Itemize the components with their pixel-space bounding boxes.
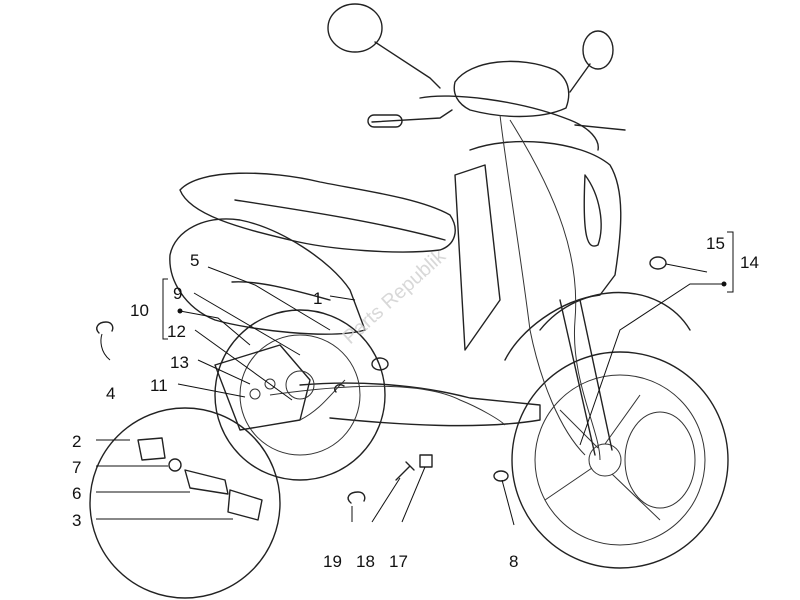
cable-clamp-part	[371, 357, 389, 371]
speedometer-cable	[499, 114, 586, 456]
grommet-15	[649, 256, 667, 270]
right-mirror-stem	[569, 63, 591, 93]
callout-8: 8	[509, 552, 518, 571]
right-handlebar	[574, 124, 626, 131]
washer-part	[249, 388, 261, 400]
front-wheel-spokes	[544, 394, 661, 521]
rear-hub	[285, 370, 315, 400]
callout-6: 6	[72, 484, 81, 503]
screw-part-11	[264, 378, 276, 390]
callout-4: 4	[106, 384, 115, 403]
left-handlebar	[371, 109, 453, 123]
callout-9: 9	[173, 284, 182, 303]
front-fork	[559, 299, 613, 456]
part-3-grip-end	[227, 489, 263, 521]
left-grip	[367, 114, 403, 128]
callout-12: 12	[167, 322, 186, 341]
leg-shield-panel	[454, 164, 501, 351]
rear-wheel	[214, 309, 386, 481]
watermark: Parts Republik	[339, 245, 451, 349]
callout-19: 19	[323, 552, 342, 571]
part-6-tube	[184, 469, 229, 495]
rear-body	[169, 218, 366, 335]
leader-lines	[96, 231, 734, 526]
callouts: 1 2 3 4 5 6 7 8 9 10 11 12 13 14 15 17 1…	[72, 234, 759, 571]
callout-10: 10	[130, 301, 149, 320]
seat-seam	[234, 199, 446, 241]
bracket-14	[727, 231, 734, 293]
part-7-ring	[168, 458, 182, 472]
headlight	[583, 174, 602, 247]
windscreen	[453, 60, 570, 118]
callout-15: 15	[706, 234, 725, 253]
floorboard	[299, 382, 541, 427]
front-fender	[539, 291, 691, 331]
nut-17	[419, 454, 433, 468]
part-2-cap	[137, 437, 166, 461]
callout-17: 17	[389, 552, 408, 571]
clip-part	[334, 383, 345, 393]
callout-5: 5	[190, 251, 199, 270]
engine-cover	[214, 344, 311, 431]
callout-7: 7	[72, 458, 81, 477]
seat	[179, 172, 456, 253]
clip-4	[96, 321, 114, 334]
callout-11: 11	[150, 376, 168, 395]
callout-14: 14	[740, 253, 759, 272]
bracket-10	[162, 278, 168, 340]
front-shield	[469, 140, 622, 361]
callout-1: 1	[313, 289, 322, 308]
front-wheel	[511, 351, 729, 569]
rear-body-line	[231, 281, 331, 301]
callout-2: 2	[72, 432, 81, 451]
brake-cable	[509, 119, 601, 461]
rear-wheel-rim	[239, 334, 361, 456]
left-mirror	[327, 3, 383, 53]
callout-3: 3	[72, 511, 81, 530]
detail-circle	[89, 407, 281, 599]
front-brake-disc	[624, 411, 696, 509]
clamp-8	[493, 470, 509, 482]
right-mirror	[582, 30, 614, 70]
headset	[419, 95, 599, 151]
screw-18	[395, 461, 415, 481]
scooter-illustration	[89, 3, 729, 599]
callout-18: 18	[356, 552, 375, 571]
front-wheel-rim	[534, 374, 706, 546]
throttle-cable	[269, 385, 506, 426]
callout-13: 13	[170, 353, 189, 372]
left-mirror-stem	[374, 41, 441, 89]
clip-19	[347, 491, 366, 504]
transmission-cable	[299, 379, 346, 421]
